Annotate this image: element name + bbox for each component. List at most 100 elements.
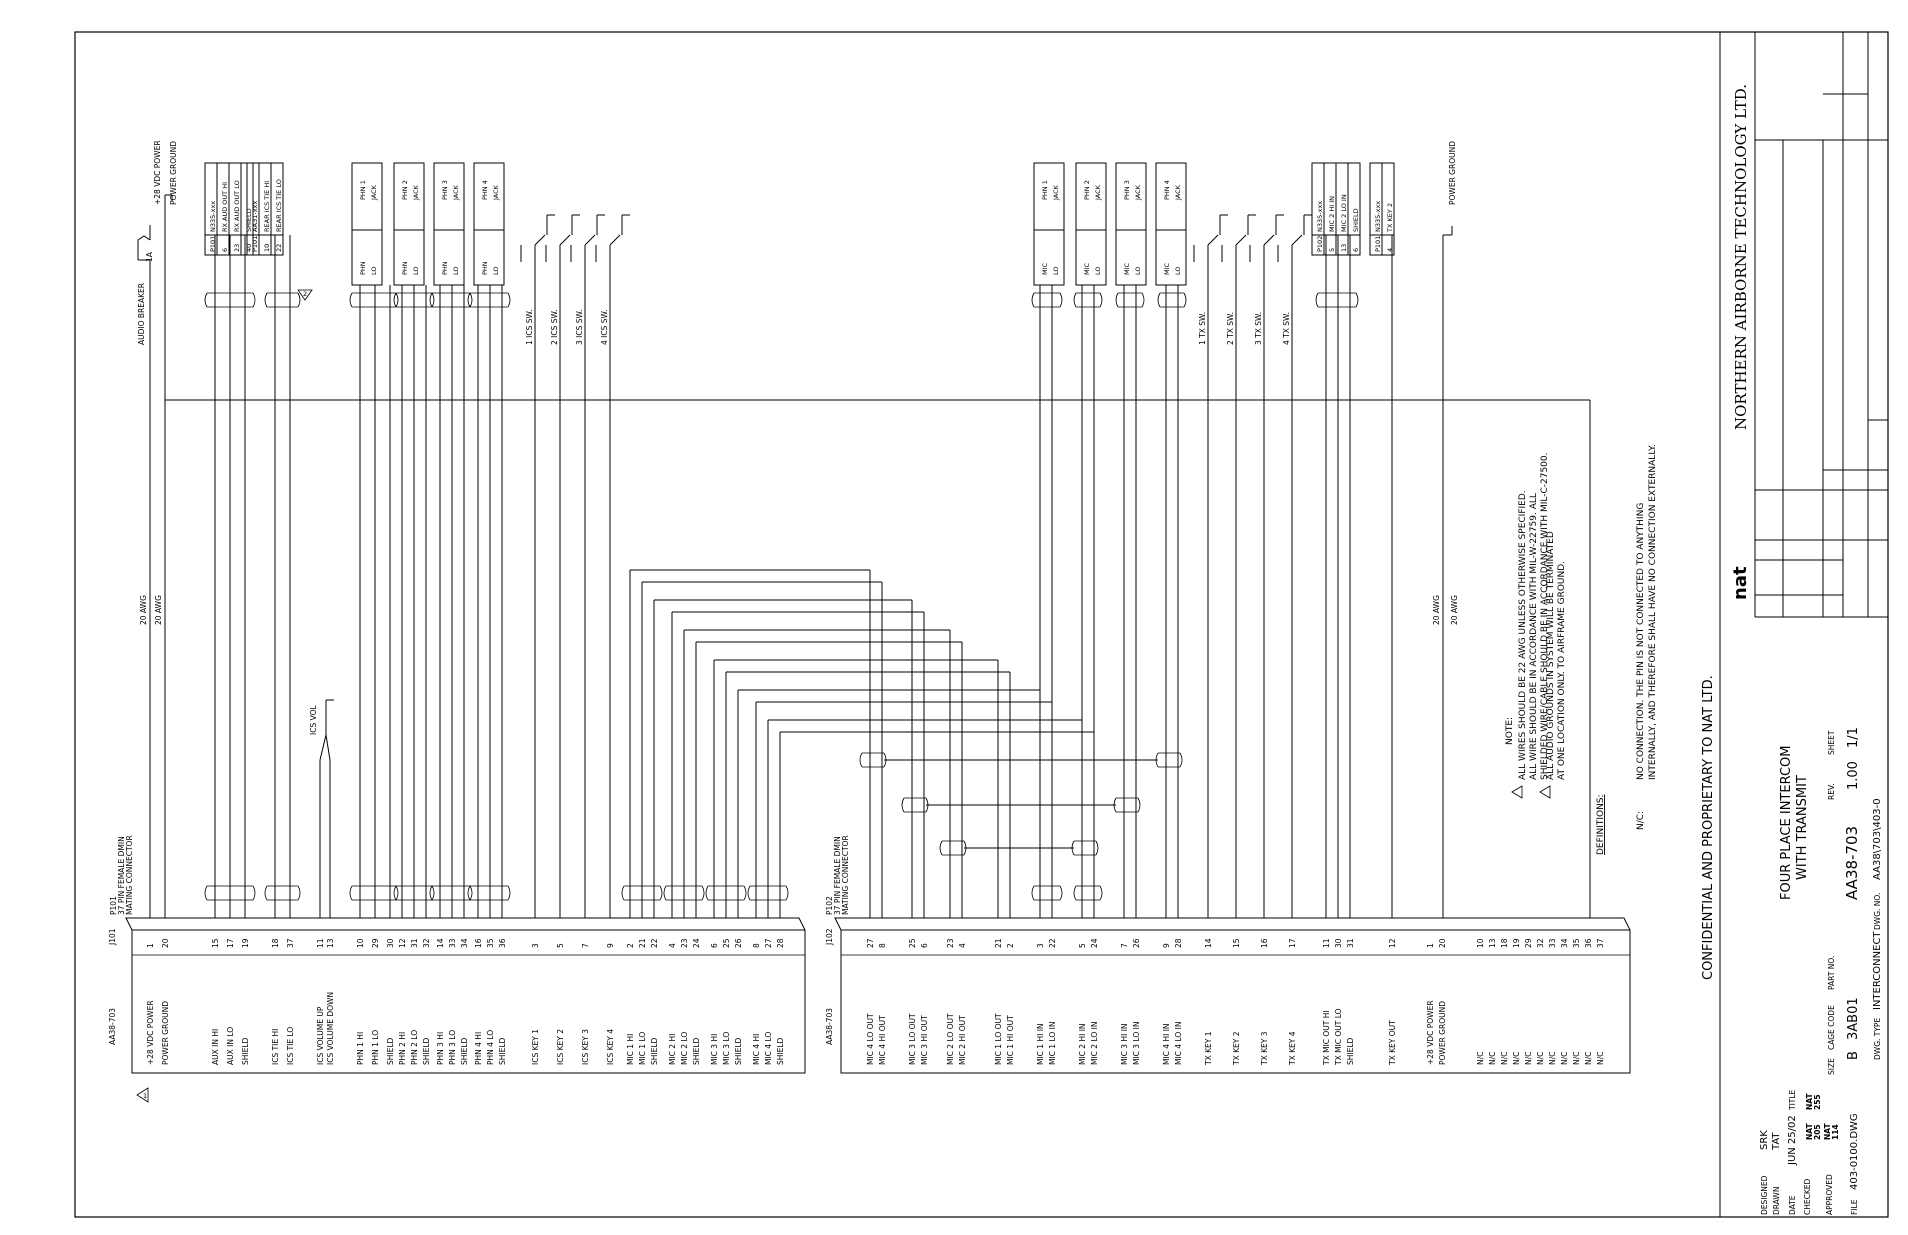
j101-pin-number: 34 (460, 938, 469, 948)
j102-pin-number: 30 (1334, 938, 1343, 948)
j102-pin-label: SHIELD (1346, 1037, 1355, 1065)
box-signal: REAR ICS TIE HI (263, 181, 271, 232)
j101-pin-number: 21 (638, 938, 647, 948)
sheet-value: 1/1 (1846, 727, 1861, 748)
j102-pin-number: 2 (1006, 943, 1015, 948)
j102-pin-label: MIC 4 LO IN (1174, 1022, 1183, 1065)
j101-pin-number: 13 (326, 938, 335, 948)
j101-pin-label: PHN 3 LO (448, 1030, 457, 1065)
j101-pin-label: AUX IN HI (211, 1029, 220, 1065)
j101-pin-number: 28 (776, 938, 785, 948)
j102-pin-label: MIC 1 HI OUT (1006, 1015, 1015, 1065)
j101-pin-number: 10 (356, 938, 365, 948)
j101-pin-number: 37 (286, 938, 295, 948)
part-no-label: PART NO. (1827, 956, 1836, 990)
company-logo: nat (1730, 566, 1751, 600)
drawing-title-line2: WITH TRANSMIT (1795, 775, 1810, 880)
jack-title: PHN 3 (1123, 180, 1131, 200)
j102-pin-label: N/C (1572, 1052, 1581, 1065)
j101-pin-label: POWER GROUND (161, 1001, 170, 1065)
j101-pin-label: SHIELD (498, 1037, 507, 1065)
box-pin: 6 (1352, 248, 1360, 252)
audio-breaker (137, 194, 1591, 918)
stamp-nat-255-num: 255 (1813, 1094, 1822, 1110)
j101-pin-label: ICS TIE LO (286, 1027, 295, 1065)
box-pin: 10 (263, 244, 271, 252)
drawing-title-line1: FOUR PLACE INTERCOM (1779, 746, 1794, 900)
j101-pin-number: 18 (271, 938, 280, 948)
j102-pin-label: MIC 4 HI OUT (878, 1015, 887, 1065)
j102-pin-label: N/C (1548, 1052, 1557, 1065)
designed-value: SRK (1759, 1130, 1770, 1150)
jack-pin: LO (412, 266, 420, 275)
j101-pin-number: 29 (371, 938, 380, 948)
box-signal: MIC 2 LO IN (1340, 194, 1348, 232)
box-signal: N335-xxx (209, 201, 217, 232)
jack-pin: PHN (359, 261, 367, 275)
box-pin: P101 (1374, 236, 1382, 252)
j102-pin-number: 15 (1232, 938, 1241, 948)
j101-designator: J101 (108, 928, 117, 946)
j101-pin-number: 33 (448, 938, 457, 948)
jack-title: JACK (412, 184, 420, 201)
j101-pin-label: ICS VOLUME UP (316, 1006, 325, 1065)
stamp-nat-255: NAT (1805, 1093, 1814, 1110)
box-pin: 13 (1340, 244, 1348, 252)
j101-pin-number: 12 (398, 938, 407, 948)
ics-switch-label: 1 ICS SW. (525, 310, 534, 345)
nc-definition: NO CONNECTION. THE PIN IS NOT CONNECTED … (1636, 444, 1658, 780)
awg-label-ground-2: 20 AWG (1450, 595, 1459, 625)
j101-pin-label: MIC 4 LO (764, 1032, 773, 1065)
j102-pin-label: POWER GROUND (1438, 1001, 1447, 1065)
j102-pin-number: 28 (1174, 938, 1183, 948)
j102-pin-number: 3 (1036, 943, 1045, 948)
tx-switch-label: 3 TX SW. (1254, 312, 1263, 345)
j101-pin-label: SHIELD (241, 1037, 250, 1065)
box-pin: P102 (1316, 236, 1324, 252)
file-value: 403-0100.DWG (1849, 1113, 1860, 1190)
note2-text: ALL AUDIO GROUNDS IN SYSTEM WILL BE TERM… (1546, 531, 1567, 780)
part-no-value: AA38-703 (1843, 826, 1861, 900)
jack-title: PHN 3 (441, 180, 449, 200)
j101-pin-label: MIC 4 HI (752, 1034, 761, 1065)
j101-pin-label: PHN 1 LO (371, 1030, 380, 1065)
j102-pin-label: TX KEY 3 (1260, 1031, 1269, 1066)
j101-pin-number: 31 (410, 938, 419, 948)
box-signal: RX AUD OUT LO (233, 180, 241, 232)
j101-pin-number: 7 (581, 943, 590, 948)
jack-title: JACK (1174, 184, 1182, 201)
j102-pin-label: MIC 3 LO OUT (908, 1013, 917, 1065)
drawing-border (74, 31, 1889, 1218)
j102-pin-label: MIC 2 LO IN (1090, 1022, 1099, 1065)
j101-pin-label: ICS VOLUME DOWN (326, 992, 335, 1065)
j102-pin-number: 23 (946, 938, 955, 948)
stamp-nat-114: NAT (1823, 1123, 1832, 1140)
j102-pin-label: MIC 2 LO OUT (946, 1013, 955, 1065)
j102-pin-number: 11 (1322, 938, 1331, 948)
title-label: TITLE (1788, 1089, 1797, 1111)
j101-assembly-label: AA38-703 (108, 1008, 117, 1045)
j101-pin-number: 19 (241, 938, 250, 948)
box-signal: TX KEY 2 (1386, 203, 1394, 233)
j102-pin-number: 32 (1536, 938, 1545, 948)
power-28vdc-label: +28 VDC POWER (153, 140, 162, 205)
j101-pin-label: SHIELD (422, 1037, 431, 1065)
j102-pin-number: 24 (1090, 938, 1099, 948)
ics-vol-label: ICS VOL (309, 705, 318, 735)
j101-pin-label: SHIELD (692, 1037, 701, 1065)
j102-pin-number: 37 (1596, 938, 1605, 948)
j101-pin-label: PHN 2 LO (410, 1030, 419, 1065)
j101-pin-label: MIC 3 HI (710, 1034, 719, 1065)
j101-note-marker: 1 (136, 1087, 149, 1103)
box-signal: RX AUD OUT HI (221, 182, 229, 232)
ics-switch-label: 4 ICS SW. (600, 310, 609, 345)
